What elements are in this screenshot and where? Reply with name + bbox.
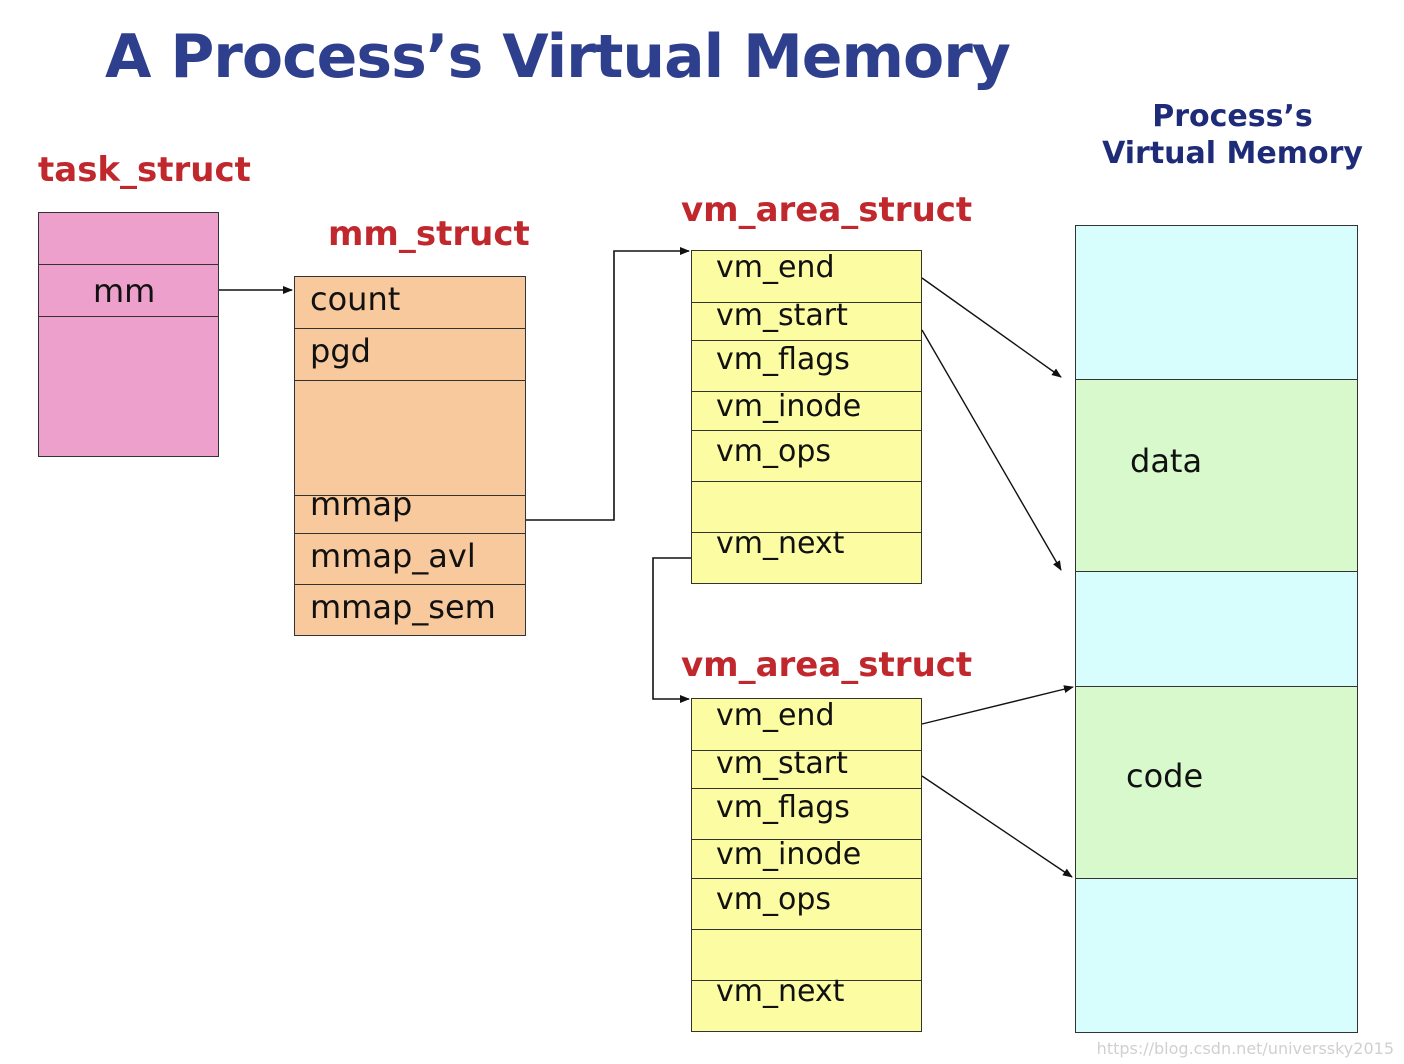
vm-area-struct-label: vm_area_struct	[681, 645, 973, 685]
mm-struct-label: mm_struct	[328, 214, 530, 254]
vma-cell: vm_inode	[692, 392, 921, 431]
virtual-memory-heading: Process’s Virtual Memory	[1100, 98, 1365, 172]
task-struct-cell-mm: mm	[39, 265, 218, 317]
vm-region-free	[1076, 572, 1357, 687]
virtual-memory-heading-line2: Virtual Memory	[1102, 136, 1363, 171]
field-vm-start: vm_start	[716, 298, 848, 333]
region-label-data: data	[1130, 442, 1203, 480]
mm-struct-cell-empty	[295, 381, 525, 496]
vm-area-struct-box: vm_end vm_start vm_flags vm_inode vm_ops…	[691, 250, 922, 584]
arrow-vma2-start-to-code-bottom	[921, 775, 1073, 878]
vma-cell: vm_next	[692, 529, 921, 583]
field-vm-ops: vm_ops	[716, 882, 832, 917]
vma-cell: vm_flags	[692, 789, 921, 840]
field-pgd: pgd	[310, 332, 371, 370]
task-struct-cell	[39, 213, 218, 265]
arrow-vma1-end-to-data-top	[921, 277, 1062, 378]
field-vm-end: vm_end	[716, 250, 835, 285]
field-vm-inode: vm_inode	[716, 837, 862, 872]
field-vm-flags: vm_flags	[716, 342, 850, 377]
field-mmap: mmap	[310, 485, 413, 523]
mm-struct-box: count pgd mmap mmap_avl mmap_sem	[294, 276, 526, 636]
region-label-code: code	[1126, 757, 1204, 795]
field-mm: mm	[93, 272, 156, 310]
mm-struct-cell: mmap_sem	[295, 585, 525, 635]
arrow-vma1-start-to-data-bottom	[921, 329, 1062, 571]
vma-cell: vm_ops	[692, 879, 921, 930]
field-count: count	[310, 280, 401, 318]
arrow-vm-next-to-vma2	[652, 557, 691, 703]
vm-region-free	[1076, 226, 1357, 380]
vma-cell: vm_flags	[692, 341, 921, 392]
vm-region-code: code	[1076, 687, 1357, 879]
mm-struct-cell: mmap	[295, 488, 525, 534]
field-mmap-sem: mmap_sem	[310, 588, 496, 626]
field-vm-next: vm_next	[716, 974, 845, 1009]
virtual-memory-box: data code	[1075, 225, 1358, 1033]
mm-struct-cell: count	[295, 277, 525, 329]
field-vm-inode: vm_inode	[716, 389, 862, 424]
vma-cell-empty	[692, 482, 921, 533]
task-struct-box: mm	[38, 212, 219, 457]
vma-cell: vm_end	[692, 251, 921, 303]
arrow-mmap-to-vma1	[526, 247, 690, 521]
virtual-memory-heading-line1: Process’s	[1152, 99, 1313, 134]
vm-area-struct-label: vm_area_struct	[681, 190, 973, 230]
field-vm-start: vm_start	[716, 746, 848, 781]
field-mmap-avl: mmap_avl	[310, 537, 476, 575]
mm-struct-cell: pgd	[295, 329, 525, 381]
task-struct-label: task_struct	[38, 150, 251, 190]
vma-cell: vm_end	[692, 699, 921, 751]
vma-cell: vm_next	[692, 977, 921, 1031]
page-title: A Process’s Virtual Memory	[105, 22, 1011, 92]
vma-cell-empty	[692, 930, 921, 981]
vm-area-struct-box: vm_end vm_start vm_flags vm_inode vm_ops…	[691, 698, 922, 1032]
vma-cell: vm_start	[692, 298, 921, 341]
vma-cell: vm_inode	[692, 840, 921, 879]
field-vm-end: vm_end	[716, 698, 835, 733]
arrow-vma2-end-to-code-top	[921, 685, 1074, 725]
watermark: https://blog.csdn.net/universsky2015	[1096, 1039, 1394, 1058]
field-vm-next: vm_next	[716, 526, 845, 561]
mm-struct-cell: mmap_avl	[295, 534, 525, 585]
field-vm-ops: vm_ops	[716, 434, 832, 469]
vm-region-data: data	[1076, 380, 1357, 572]
vma-cell: vm_start	[692, 746, 921, 789]
vma-cell: vm_ops	[692, 431, 921, 482]
field-vm-flags: vm_flags	[716, 790, 850, 825]
